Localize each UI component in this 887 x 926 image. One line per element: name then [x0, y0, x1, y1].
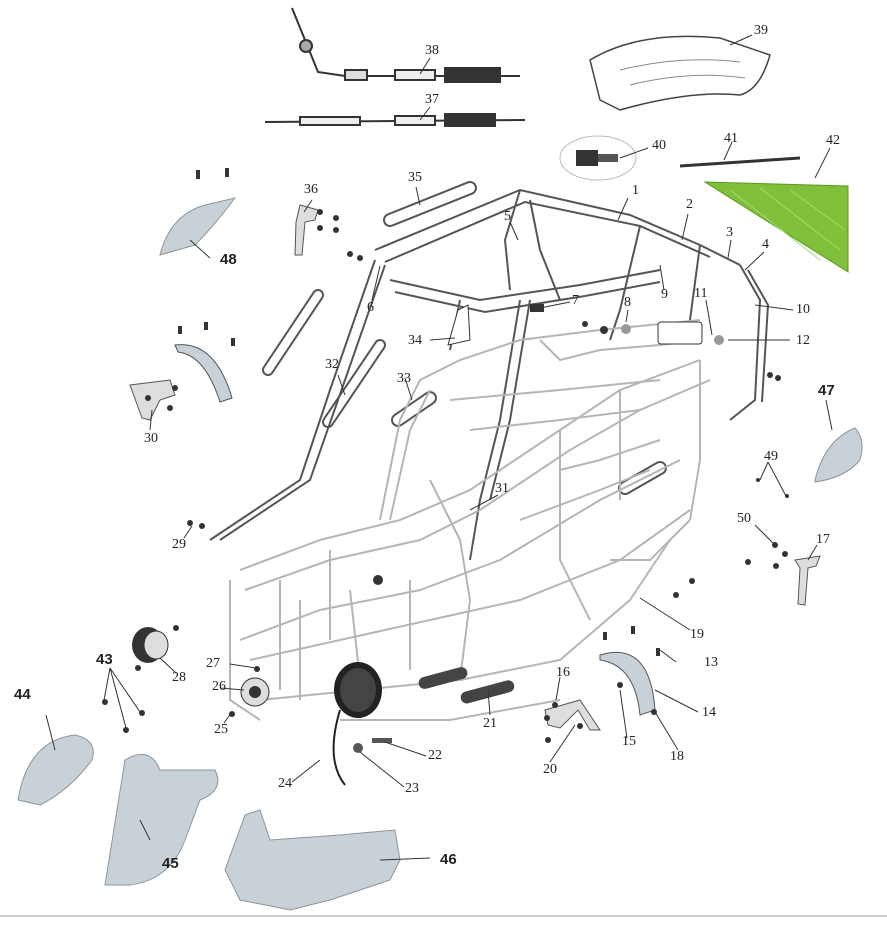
callout-35: 35	[408, 170, 422, 185]
callout-17: 17	[816, 532, 830, 547]
callout-12: 12	[796, 333, 810, 348]
callout-32: 32	[325, 357, 339, 372]
callout-18: 18	[670, 749, 684, 764]
callout-22: 22	[428, 748, 442, 763]
clamp-34	[447, 304, 471, 346]
light-28	[132, 627, 169, 663]
fender-44	[17, 734, 94, 806]
cable-38	[291, 7, 520, 83]
callout-26: 26	[212, 679, 226, 694]
callout-15: 15	[622, 734, 636, 749]
mudguard-14	[599, 651, 656, 716]
callout-34: 34	[408, 333, 422, 348]
callout-21: 21	[483, 716, 497, 731]
callout-8: 8	[624, 295, 631, 310]
chassis-frame	[229, 319, 711, 721]
callout-19: 19	[690, 627, 704, 642]
bracket-20	[544, 699, 601, 731]
bracket-36	[294, 204, 319, 256]
callout-37: 37	[425, 92, 439, 107]
callout-39: 39	[754, 23, 768, 38]
cable-37	[264, 113, 526, 127]
callout-5: 5	[504, 209, 511, 224]
leader-lines	[45, 34, 833, 861]
headlight-24	[332, 662, 382, 786]
callout-45: 45	[162, 855, 179, 872]
callout-44: 44	[14, 686, 31, 703]
callout-38: 38	[425, 43, 439, 58]
light-26	[240, 677, 270, 707]
callout-42: 42	[826, 133, 840, 148]
callout-41: 41	[724, 131, 738, 146]
callout-28: 28	[172, 670, 186, 685]
callout-29: 29	[172, 537, 186, 552]
fender-48	[159, 197, 237, 256]
callout-7: 7	[572, 293, 579, 308]
callout-23: 23	[405, 781, 419, 796]
callout-36: 36	[304, 182, 318, 197]
callout-4: 4	[762, 237, 769, 252]
callout-13: 13	[704, 655, 718, 670]
callout-33: 33	[397, 371, 411, 386]
callout-47: 47	[818, 382, 835, 399]
callout-30: 30	[144, 431, 158, 446]
callout-40: 40	[652, 138, 666, 153]
callout-48: 48	[220, 251, 237, 268]
callout-9: 9	[661, 287, 668, 302]
mudguard-30	[174, 344, 233, 403]
callout-49: 49	[764, 449, 778, 464]
callout-25: 25	[214, 722, 228, 737]
callout-16: 16	[556, 665, 570, 680]
rod-41	[679, 156, 801, 168]
mesh-42	[703, 181, 849, 273]
callout-27: 27	[206, 656, 220, 671]
callout-31: 31	[495, 481, 509, 496]
bracket-17	[794, 555, 821, 606]
callout-1: 1	[632, 183, 639, 198]
foot-pegs-21	[418, 667, 515, 704]
callout-10: 10	[796, 302, 810, 317]
callout-14: 14	[702, 705, 716, 720]
bracket-30b	[129, 379, 176, 421]
callout-20: 20	[543, 762, 557, 777]
callout-24: 24	[278, 776, 292, 791]
callout-3: 3	[726, 225, 733, 240]
callout-6: 6	[367, 300, 374, 315]
callout-50: 50	[737, 511, 751, 526]
callout-43: 43	[96, 651, 113, 668]
roof-panel-39	[589, 35, 771, 111]
fasteners	[102, 168, 789, 743]
fender-47	[814, 427, 863, 483]
fender-45	[104, 753, 219, 886]
front-panel-46	[224, 809, 401, 911]
callout-11: 11	[694, 286, 708, 301]
callout-46: 46	[440, 851, 457, 868]
callout-2: 2	[686, 197, 693, 212]
